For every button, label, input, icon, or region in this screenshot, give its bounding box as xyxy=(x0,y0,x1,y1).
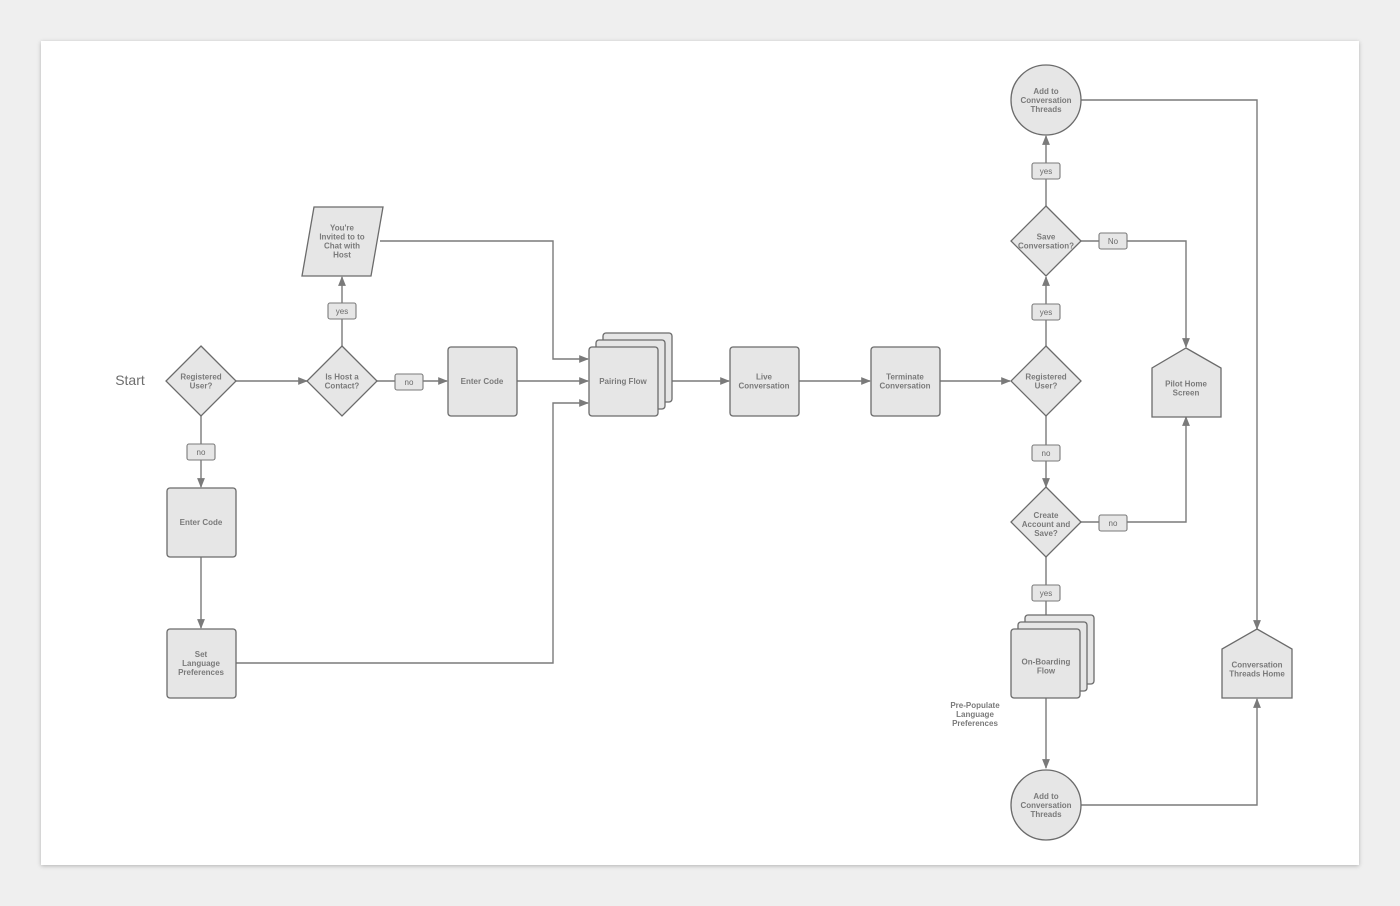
edge-label-yes-create: yes xyxy=(1031,584,1061,602)
svg-text:no: no xyxy=(197,448,206,457)
svg-text:no: no xyxy=(405,378,414,387)
start-label: Start xyxy=(115,372,145,388)
edge-label-no-registered-2: no xyxy=(1031,444,1061,462)
node-enter-code-2[interactable]: Enter Code xyxy=(166,487,237,558)
edge-invited-to-pairing xyxy=(380,240,589,363)
edge-create-to-pilot-home xyxy=(1081,416,1190,523)
svg-text:yes: yes xyxy=(1040,589,1052,598)
node-enter-code-1[interactable]: Enter Code xyxy=(447,346,518,417)
node-label: Enter Code xyxy=(461,377,504,386)
edge-add-threads-to-home xyxy=(1081,99,1261,630)
edge-save-to-pilot-home xyxy=(1081,240,1190,348)
node-label: Enter Code xyxy=(180,518,223,527)
edge-add-threads-bottom-to-home xyxy=(1081,698,1261,806)
edge-label-yes-host: yes xyxy=(327,302,357,320)
node-label: Pairing Flow xyxy=(599,377,647,386)
edge-label-yes-registered-2: yes xyxy=(1031,303,1061,321)
edge-label-no-create: no xyxy=(1098,514,1128,532)
edge-label-no-registered-1: no xyxy=(186,443,216,461)
svg-text:no: no xyxy=(1109,519,1118,528)
svg-text:yes: yes xyxy=(336,307,348,316)
svg-text:No: No xyxy=(1108,237,1119,246)
connectors xyxy=(197,99,1261,806)
edge-label-no-save: No xyxy=(1098,232,1128,250)
edge-language-to-pairing xyxy=(236,399,589,664)
edge-label-yes-save: yes xyxy=(1031,162,1061,180)
node-pairing-flow[interactable]: Pairing Flow xyxy=(588,332,673,417)
svg-text:yes: yes xyxy=(1040,308,1052,317)
svg-text:no: no xyxy=(1042,449,1051,458)
svg-text:yes: yes xyxy=(1040,167,1052,176)
edge-label-no-host: no xyxy=(394,373,424,391)
